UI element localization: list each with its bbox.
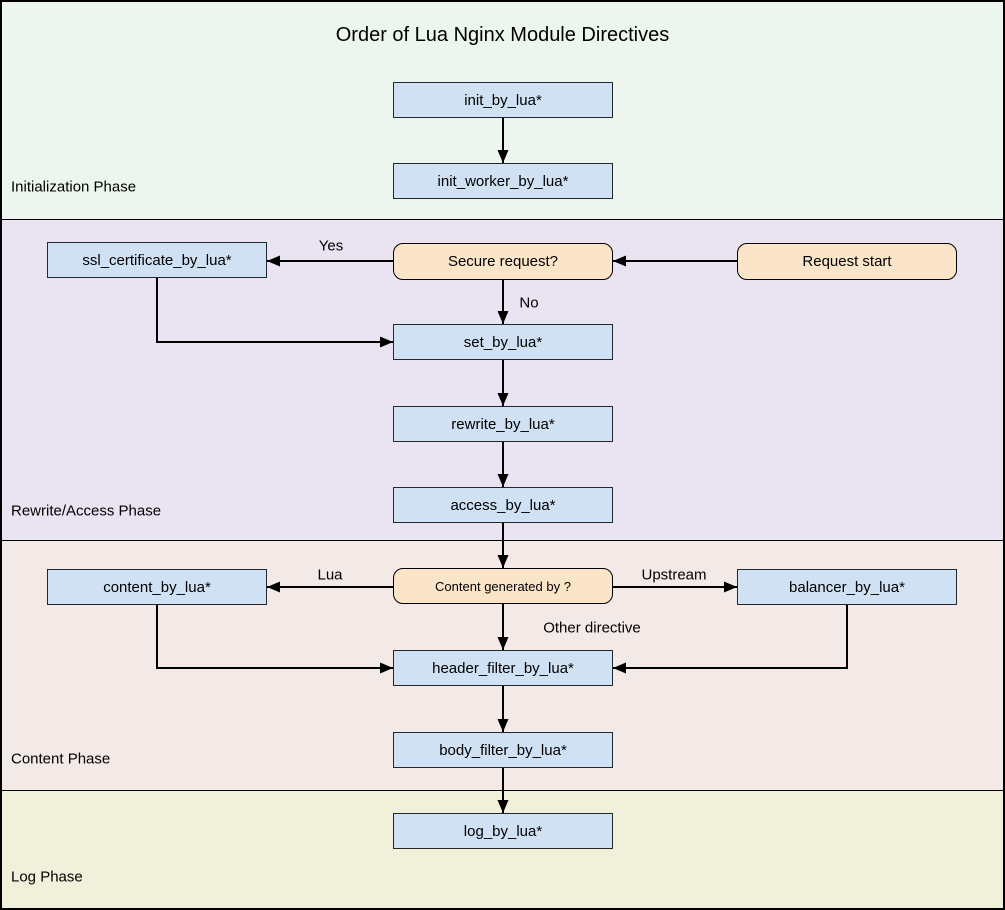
edge-label-no: No xyxy=(519,294,539,312)
edge-label-lua: Lua xyxy=(317,566,343,584)
node-header-filter-by-lua: header_filter_by_lua* xyxy=(393,650,613,686)
diagram-title: Order of Lua Nginx Module Directives xyxy=(335,24,670,46)
edge-ssl-to-set xyxy=(156,278,393,348)
node-set-by-lua: set_by_lua* xyxy=(393,324,613,360)
edge-balancer-to-headerfilter xyxy=(613,605,848,674)
node-content-by-lua: content_by_lua* xyxy=(47,569,267,605)
phase-label-initialization: Initialization Phase xyxy=(11,178,137,196)
edge-label-other-directive: Other directive xyxy=(543,619,641,637)
node-rewrite-by-lua: rewrite_by_lua* xyxy=(393,406,613,442)
node-log-by-lua: log_by_lua* xyxy=(393,813,613,849)
phase-label-content: Content Phase xyxy=(11,750,111,768)
node-balancer-by-lua: balancer_by_lua* xyxy=(737,569,957,605)
node-secure-request: Secure request? xyxy=(393,243,613,280)
node-init-by-lua: init_by_lua* xyxy=(393,82,613,118)
node-ssl-certificate-by-lua: ssl_certificate_by_lua* xyxy=(47,242,267,278)
node-init-worker-by-lua: init_worker_by_lua* xyxy=(393,163,613,199)
node-request-start: Request start xyxy=(737,243,957,280)
node-body-filter-by-lua: body_filter_by_lua* xyxy=(393,732,613,768)
edge-label-yes: Yes xyxy=(318,237,344,255)
node-content-generated-by: Content generated by ? xyxy=(393,568,613,604)
node-access-by-lua: access_by_lua* xyxy=(393,487,613,523)
edge-label-upstream: Upstream xyxy=(641,566,707,584)
phase-label-log: Log Phase xyxy=(11,868,83,886)
edge-content-to-headerfilter xyxy=(156,605,393,674)
phase-label-rewrite-access: Rewrite/Access Phase xyxy=(11,502,162,520)
